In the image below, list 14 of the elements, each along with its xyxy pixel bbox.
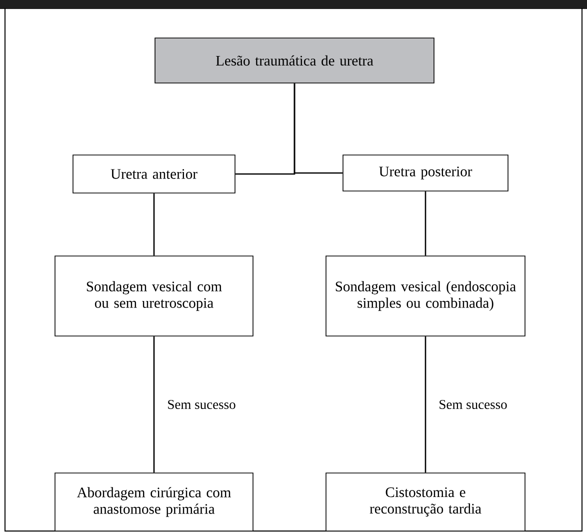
process-box: Sondagem vesical com ou sem uretroscopia <box>54 256 254 336</box>
process-box: Uretra anterior <box>72 154 236 194</box>
process-box: Sondagem vesical (endoscopia simples ou combinada) <box>326 256 526 336</box>
connector-line <box>294 83 343 174</box>
process-box: Abordagem cirúrgica com anastomose primária <box>54 472 254 532</box>
connector-line <box>424 336 426 473</box>
edge-label: Sem sucesso <box>168 400 236 410</box>
connector-line <box>424 191 426 256</box>
process-box: Cistostomia e reconstrução tardia <box>326 472 526 532</box>
process-box: Lesão traumática de uretra <box>154 38 434 84</box>
process-box: Uretra posterior <box>342 154 508 192</box>
connector-line <box>153 336 155 473</box>
edge-label: Sem sucesso <box>440 400 507 410</box>
connector-line <box>153 193 155 256</box>
